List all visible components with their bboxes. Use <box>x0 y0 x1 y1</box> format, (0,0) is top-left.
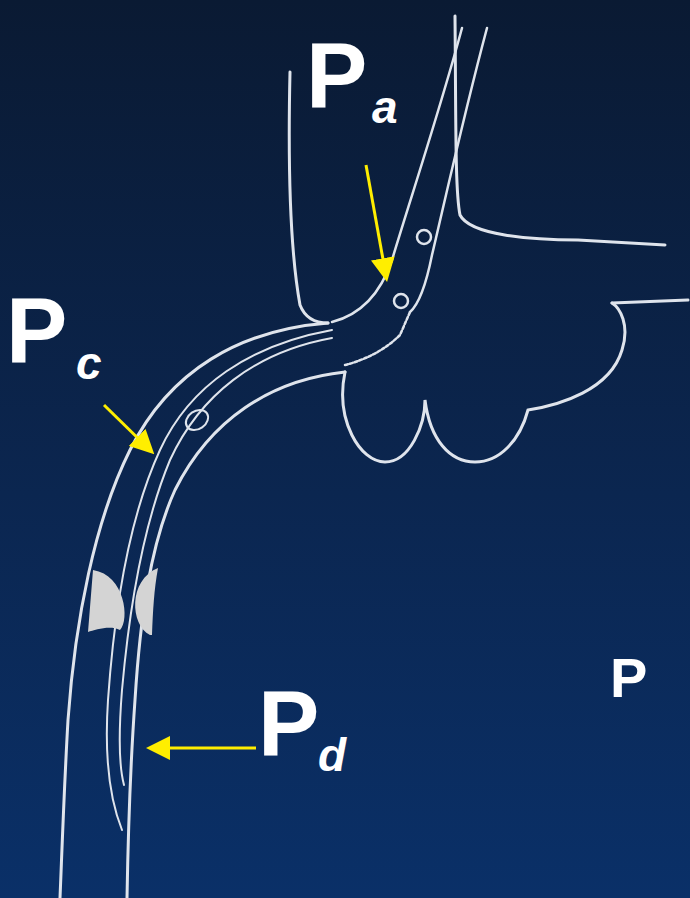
pressure-symbol: P <box>610 650 647 706</box>
pressure-subscript: d <box>318 732 346 778</box>
guiding-catheter <box>410 28 487 312</box>
aorta-wall <box>455 16 665 245</box>
pressure-wire <box>107 330 332 830</box>
coronary-outer-wall <box>60 323 328 898</box>
wire-marker <box>182 406 212 435</box>
pressure-symbol: P <box>258 678 319 770</box>
pointer-arrow <box>104 405 150 450</box>
side-hole <box>394 294 408 308</box>
pressure-symbol: P <box>6 285 67 377</box>
stenosis-plaque <box>88 570 125 632</box>
stenosis-plaque <box>135 568 158 635</box>
pressure-subscript: c <box>76 340 102 386</box>
pressure-subscript: a <box>372 84 398 130</box>
pointer-arrow <box>366 165 386 276</box>
aorta-wall <box>612 300 688 303</box>
guiding-catheter <box>345 312 410 365</box>
pressure-symbol: P <box>306 30 367 122</box>
aortic-sinus <box>343 303 625 462</box>
pointer-arrow <box>152 747 256 750</box>
pressure-wire <box>120 338 332 785</box>
side-hole <box>417 230 431 244</box>
